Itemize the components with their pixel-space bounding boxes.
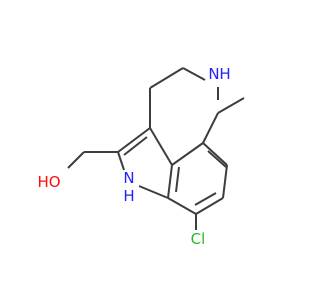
bonds xyxy=(67,67,245,230)
bond-nh-c10a xyxy=(138,185,169,199)
bond-ch2-oh xyxy=(67,151,85,169)
chemical-structure-diagram: N H HO N H Cl xyxy=(37,65,245,248)
amine-hydrogen-label: H xyxy=(219,65,230,83)
bond-c3a-c2-inner xyxy=(123,136,148,156)
indole-nitrogen-label: N xyxy=(123,169,134,187)
bond-c10-c10a xyxy=(167,197,197,215)
bond-c8-c8-inner xyxy=(207,150,227,168)
bond-c10b-c7a xyxy=(171,142,204,166)
bond-c9-c10-inner xyxy=(194,192,217,206)
bond-c7-methyl xyxy=(217,97,245,114)
bond-c10a-c10b xyxy=(167,164,173,199)
atom-labels: N H HO N H Cl xyxy=(37,65,230,248)
bond-c7-c7a xyxy=(202,112,219,144)
amine-nitrogen-label: N xyxy=(208,65,219,83)
bond-c2-nh xyxy=(117,151,125,171)
bond-c9-c10 xyxy=(195,197,224,215)
hydroxyl-label: HO xyxy=(37,173,60,191)
bond-c5-nh xyxy=(182,67,206,81)
bond-c7a-c8 xyxy=(202,142,228,166)
bond-c8-c9 xyxy=(222,164,228,199)
indole-hydrogen-label: H xyxy=(123,187,134,205)
bond-c4-c5 xyxy=(149,67,184,89)
bond-c3a-c2 xyxy=(117,127,151,153)
chlorine-label: Cl xyxy=(191,230,206,248)
bond-c10a-c10b-inner xyxy=(175,166,180,193)
bond-c10b-c3a xyxy=(149,127,173,166)
